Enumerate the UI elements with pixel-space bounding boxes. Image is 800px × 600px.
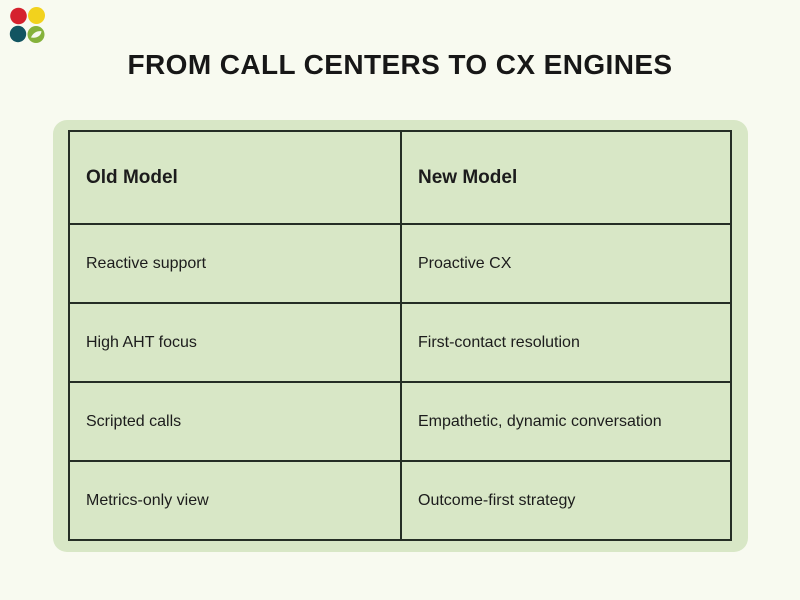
table-cell-new: First-contact resolution	[400, 302, 732, 383]
table-cell-new: Proactive CX	[400, 223, 732, 304]
table-cell-old: Reactive support	[68, 223, 402, 304]
logo-yellow-dot-icon	[28, 7, 45, 24]
logo-red-dot-icon	[10, 7, 27, 25]
table-cell-old: High AHT focus	[68, 302, 402, 383]
table-cell-old: Scripted calls	[68, 381, 402, 462]
table-header-row: Old Model New Model	[68, 130, 732, 225]
table-cell-new: Empathetic, dynamic conversation	[400, 381, 732, 462]
column-header-old-model: Old Model	[68, 130, 402, 225]
comparison-table: Old Model New Model Reactive support Pro…	[68, 130, 732, 541]
table-row: High AHT focus First-contact resolution	[68, 302, 732, 383]
page-title: FROM CALL CENTERS TO CX ENGINES	[127, 49, 673, 80]
table-row: Scripted calls Empathetic, dynamic conve…	[68, 381, 732, 462]
brand-logo-icon	[9, 7, 45, 43]
table-row: Reactive support Proactive CX	[68, 223, 732, 304]
column-header-new-model: New Model	[400, 130, 732, 225]
table-panel: Old Model New Model Reactive support Pro…	[53, 120, 748, 552]
table-cell-new: Outcome-first strategy	[400, 460, 732, 541]
logo-teal-dot-icon	[9, 25, 27, 43]
logo-leaf-icon	[31, 31, 42, 38]
table-cell-old: Metrics-only view	[68, 460, 402, 541]
table-row: Metrics-only view Outcome-first strategy	[68, 460, 732, 541]
